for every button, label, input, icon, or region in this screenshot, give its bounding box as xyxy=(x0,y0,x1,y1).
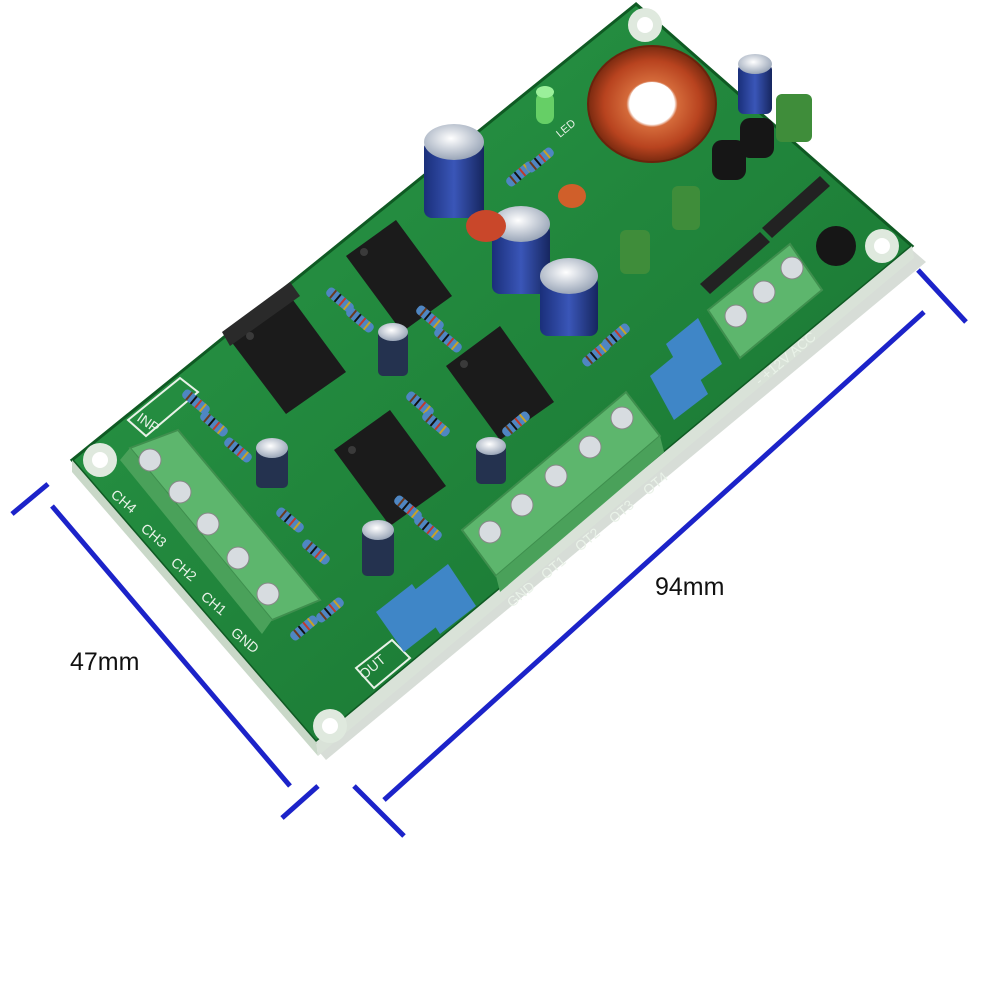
resistor xyxy=(526,147,554,173)
transistors xyxy=(712,118,856,266)
diodes xyxy=(700,176,830,294)
resistors xyxy=(182,147,630,641)
width-dimension-line xyxy=(382,310,926,802)
input-terminal-block xyxy=(120,428,322,634)
width-dimension-label: 94mm xyxy=(655,573,725,601)
width-dimension-tick-left xyxy=(352,784,406,838)
resistor xyxy=(406,391,434,417)
ic-chips xyxy=(222,220,554,526)
dimension-annotations xyxy=(10,268,968,838)
resistor xyxy=(602,323,630,349)
ic-chip-2 xyxy=(346,220,452,332)
red-capacitors xyxy=(466,184,586,242)
resistor xyxy=(326,287,354,313)
resistor xyxy=(224,437,252,463)
height-dimension-line xyxy=(50,504,292,788)
film-capacitors xyxy=(376,318,722,652)
width-dimension-tick-right xyxy=(916,268,968,324)
power-terminal-block xyxy=(706,242,824,360)
height-dimension-tick-bottom xyxy=(280,784,320,820)
resistor xyxy=(290,615,318,641)
capacitor-body xyxy=(424,140,484,218)
ic-chip-1 xyxy=(222,282,346,414)
resistor xyxy=(422,411,450,437)
height-dimension-label: 47mm xyxy=(70,648,140,676)
inp-box xyxy=(126,376,200,438)
board-edge-left xyxy=(72,460,318,756)
resistor xyxy=(502,411,530,437)
toroid-inductor xyxy=(587,45,717,163)
ic-chip-3 xyxy=(446,326,554,440)
resistor xyxy=(276,507,304,533)
electrolytic-capacitors xyxy=(424,54,772,336)
resistor xyxy=(394,495,422,521)
resistor xyxy=(434,327,462,353)
board-edge-bottom xyxy=(316,246,914,756)
resistor xyxy=(416,305,444,331)
height-dimension-tick-top xyxy=(10,482,50,516)
resistor xyxy=(582,341,610,367)
resistor xyxy=(200,411,228,437)
resistor xyxy=(182,389,210,415)
mounting-holes xyxy=(83,8,899,743)
output-terminal-block xyxy=(460,390,664,592)
small-capacitors xyxy=(256,323,506,576)
resistor xyxy=(302,539,330,565)
green-capacitors xyxy=(620,94,812,274)
resistor xyxy=(414,515,442,541)
led xyxy=(536,86,554,124)
resistor xyxy=(346,307,374,333)
ic-chip-4 xyxy=(334,410,446,526)
resistor xyxy=(316,597,344,623)
out-box xyxy=(354,638,412,690)
